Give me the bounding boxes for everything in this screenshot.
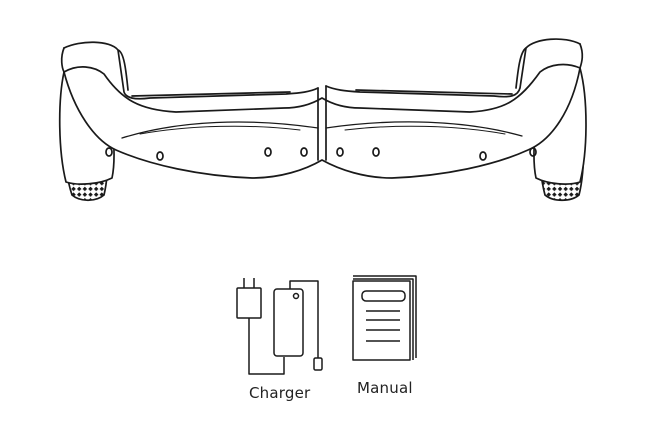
top-shell-left (63, 41, 319, 100)
manual-book-icon (352, 275, 417, 361)
power-brick (273, 288, 304, 357)
manual-cover (352, 280, 411, 361)
hoverboard-body (63, 63, 581, 179)
charger-icon (236, 278, 323, 375)
manual-title-bar (361, 290, 406, 302)
charger-label: Charger (249, 384, 311, 402)
wall-plug (236, 287, 262, 319)
charger-connector (313, 357, 323, 371)
top-shell-right (325, 38, 581, 98)
manual-label: Manual (357, 379, 413, 397)
center-seam (317, 85, 327, 161)
hoverboard-illustration (58, 38, 587, 202)
